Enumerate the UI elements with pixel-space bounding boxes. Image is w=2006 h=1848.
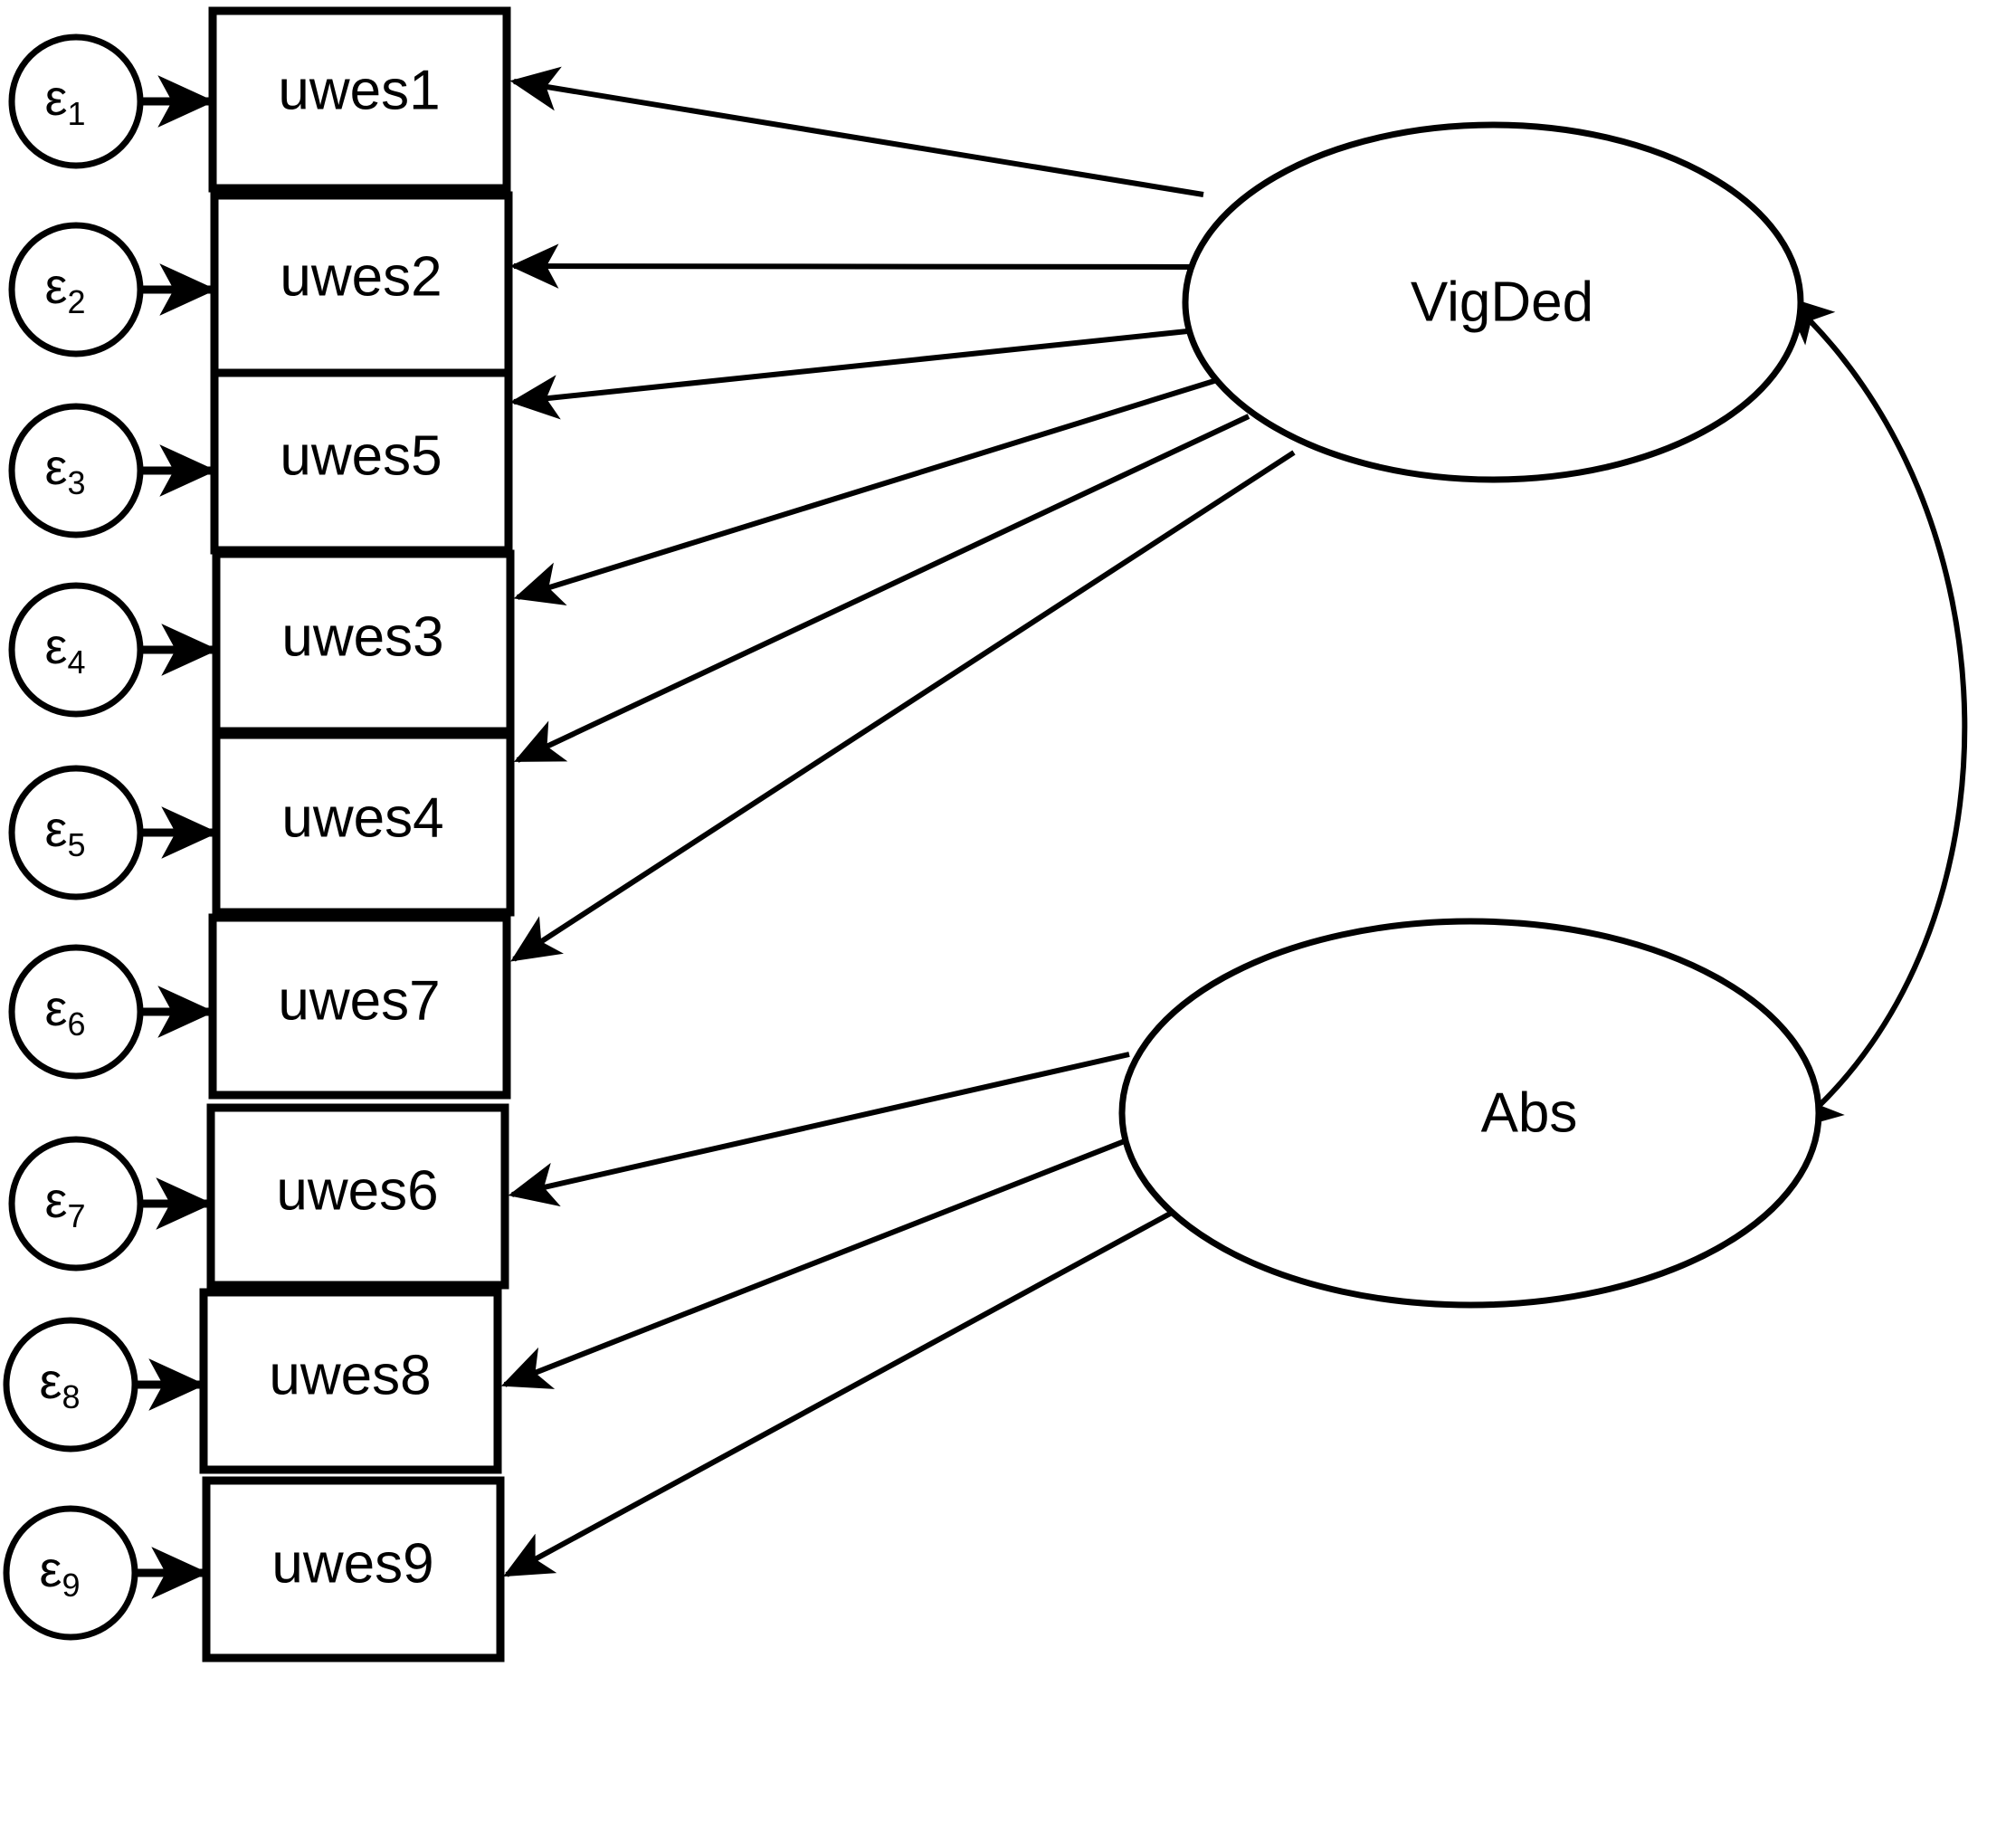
error-circle-e2[interactable] (8, 222, 144, 357)
indicator-label-uwes3: uwes3 (281, 605, 443, 668)
indicator-label-uwes4: uwes4 (281, 786, 443, 849)
indicator-label-uwes9: uwes9 (271, 1532, 433, 1595)
indicator-box-uwes4[interactable] (212, 730, 515, 917)
indicator-label-uwes2: uwes2 (280, 245, 442, 308)
error-circle-e3[interactable] (8, 403, 144, 538)
error-label-e3: ε3 (45, 438, 86, 501)
error-label-e8: ε8 (40, 1352, 81, 1415)
loading-vigded-uwes7 (510, 450, 1296, 962)
error-label-e9: ε9 (40, 1540, 81, 1604)
loading-vigded-uwes2 (509, 243, 1193, 289)
latent-group: VigDed Abs (1118, 121, 1822, 1309)
error-circle-e4[interactable] (8, 582, 144, 718)
error-circle-e8[interactable] (3, 1317, 138, 1453)
indicator-box-uwes1[interactable] (208, 6, 511, 193)
indicator-label-uwes1: uwes1 (278, 59, 440, 121)
indicator-box-uwes2[interactable] (210, 191, 513, 377)
loading-vigded-uwes1 (509, 66, 1204, 197)
indicator-label-uwes5: uwes5 (280, 424, 442, 487)
error-circle-e9[interactable] (3, 1505, 138, 1641)
error-circle-e7[interactable] (8, 1136, 144, 1272)
error-circle-group (3, 33, 144, 1641)
covariance-vigded-abs (1783, 295, 1968, 1129)
error-circle-e6[interactable] (8, 944, 144, 1080)
loading-vigded-uwes3 (513, 377, 1218, 605)
loading-abs-uwes6 (508, 1052, 1130, 1207)
indicator-label-uwes8: uwes8 (269, 1344, 431, 1406)
loading-vigded-uwes5 (509, 328, 1197, 420)
indicator-label-group: uwes1 uwes2 uwes5 uwes3 uwes4 uwes7 uwes… (269, 59, 443, 1595)
indicator-box-uwes6[interactable] (206, 1103, 509, 1290)
error-label-e6: ε6 (45, 979, 86, 1043)
latent-ellipse-vigded[interactable] (1182, 121, 1804, 483)
indicator-label-uwes6: uwes6 (276, 1159, 438, 1222)
error-label-e2: ε2 (45, 257, 86, 320)
loading-group-vigded (509, 66, 1296, 962)
error-label-e4: ε4 (45, 617, 86, 681)
loading-group-abs (500, 1052, 1174, 1577)
error-path-group (136, 75, 219, 1599)
error-label-e7: ε7 (45, 1171, 86, 1234)
indicator-box-uwes5[interactable] (210, 368, 513, 555)
indicator-box-group (199, 6, 515, 1662)
indicator-box-uwes7[interactable] (208, 913, 511, 1100)
loading-abs-uwes9 (503, 1210, 1174, 1577)
error-label-e5: ε5 (45, 800, 86, 863)
latent-label-abs: Abs (1481, 1081, 1578, 1144)
loading-abs-uwes8 (500, 1133, 1140, 1389)
error-label-group: ε1 ε2 ε3 ε4 ε5 ε6 ε7 ε8 ε9 (40, 69, 86, 1604)
error-circle-e1[interactable] (8, 33, 144, 169)
indicator-label-uwes7: uwes7 (278, 969, 440, 1032)
error-label-e1: ε1 (45, 69, 86, 132)
loading-vigded-uwes4 (513, 414, 1250, 763)
indicator-box-uwes8[interactable] (199, 1288, 502, 1474)
latent-ellipse-abs[interactable] (1118, 918, 1822, 1309)
latent-label-vigded: VigDed (1411, 271, 1593, 333)
error-circle-e5[interactable] (8, 765, 144, 900)
indicator-box-uwes9[interactable] (202, 1476, 505, 1662)
